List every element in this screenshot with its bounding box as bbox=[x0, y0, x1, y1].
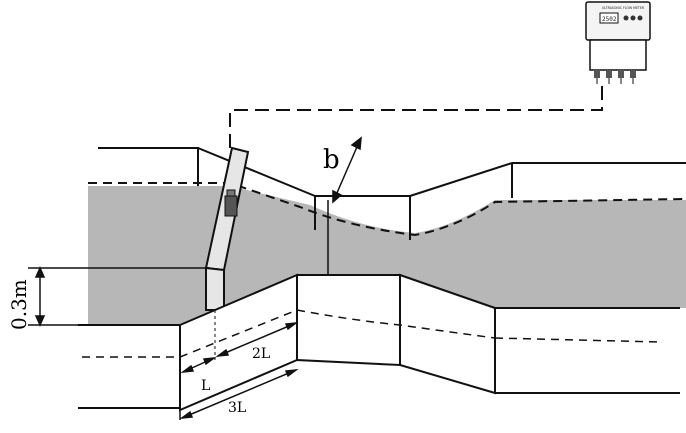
meter-display-text: 2502 bbox=[602, 16, 617, 23]
dist-L-label: L bbox=[201, 378, 210, 394]
dist-2L-label: 2L bbox=[252, 346, 270, 362]
upper-walls bbox=[98, 147, 686, 240]
flow-meter: ULTRASONIC FLOW METER 2502 bbox=[585, 1, 651, 84]
meter-button-2[interactable] bbox=[630, 15, 636, 21]
floor-centerlines bbox=[82, 309, 661, 358]
sensor-cable bbox=[229, 82, 603, 148]
dist-2L-dimension bbox=[215, 321, 299, 358]
meter-header: ULTRASONIC FLOW METER bbox=[602, 6, 645, 10]
ultrasonic-sensor bbox=[224, 195, 238, 217]
water-surface-line bbox=[88, 182, 686, 237]
dist-L-dimension bbox=[180, 356, 217, 374]
meter-display bbox=[599, 12, 619, 24]
dist-3L-label: 3L bbox=[228, 400, 246, 416]
depth-label: 0.3m bbox=[7, 279, 31, 330]
meter-button-3[interactable] bbox=[637, 15, 643, 21]
throat-width-label: b bbox=[323, 145, 340, 175]
water-surface-area bbox=[88, 186, 686, 325]
floor-lines bbox=[78, 307, 680, 409]
meter-button-1[interactable] bbox=[623, 15, 629, 21]
depth-dimension bbox=[28, 266, 210, 327]
flume-floor bbox=[179, 273, 496, 412]
sensor-tube bbox=[204, 146, 250, 311]
dist-3L-dimension bbox=[179, 368, 299, 420]
throat-width-dimension bbox=[332, 136, 362, 204]
